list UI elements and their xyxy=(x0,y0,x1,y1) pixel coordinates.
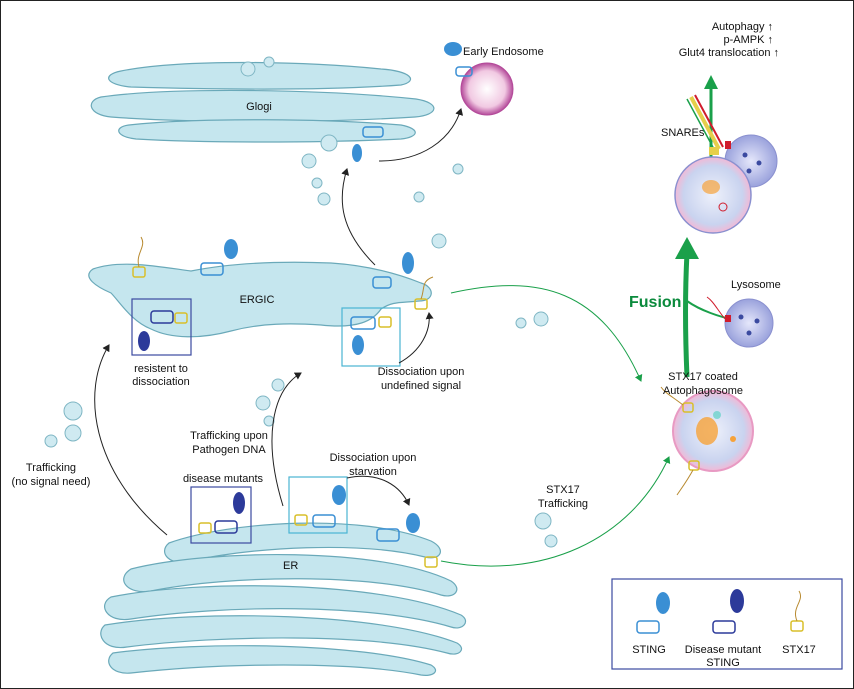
golgi-label: Glogi xyxy=(246,101,272,113)
early-endosome: Early Endosome xyxy=(444,42,544,116)
early-endosome-label: Early Endosome xyxy=(463,46,544,58)
vesicle xyxy=(413,191,425,203)
legend: STING Disease mutant STING STX17 xyxy=(611,578,843,670)
vesicle xyxy=(544,534,558,548)
fusion-label: Fusion xyxy=(629,294,681,311)
arrow-no-signal xyxy=(94,344,168,536)
starvation-complex xyxy=(294,485,346,528)
trafficking-no-signal-label-2: (no signal need) xyxy=(12,476,91,488)
vesicle xyxy=(263,56,275,68)
vesicle xyxy=(240,61,256,77)
er-label: ER xyxy=(283,560,298,572)
outcome-autophagy: Autophagy ↑ xyxy=(712,21,773,33)
vesicle xyxy=(301,153,317,169)
autolysosome xyxy=(674,94,778,234)
disease-mutants-label: disease mutants xyxy=(183,473,264,485)
autophagosome-label-1: STX17 coated xyxy=(668,371,738,383)
resistant-label-1: resistent to xyxy=(134,363,188,375)
sting-golgi xyxy=(352,126,384,162)
trafficking-pathogen-label-2: Pathogen DNA xyxy=(192,444,266,456)
legend-stx17-label: STX17 xyxy=(782,644,816,656)
vesicle xyxy=(44,434,58,448)
mutant-complex xyxy=(198,492,245,534)
vesicle xyxy=(311,177,323,189)
resistant-box xyxy=(131,298,192,356)
vesicle xyxy=(317,192,331,206)
resistant-label-2: dissociation xyxy=(132,376,189,388)
legend-mutant-label-1: Disease mutant xyxy=(685,644,761,656)
er-proteins xyxy=(376,513,438,568)
vesicle xyxy=(255,395,271,411)
stx17-trafficking-label-2: Trafficking xyxy=(538,498,588,510)
snares-label: SNAREs xyxy=(661,127,705,139)
autophagosome xyxy=(660,386,754,496)
vesicle xyxy=(534,512,552,530)
dissociation-undefined-label-1: Dissociation upon xyxy=(378,366,465,378)
arrow-pathogen xyxy=(271,372,302,507)
dissociation-undefined-label-2: undefined signal xyxy=(381,380,461,392)
dissociation-starvation-label-1: Dissociation upon xyxy=(330,452,417,464)
vesicle xyxy=(263,415,275,427)
ergic-proteins xyxy=(132,236,434,310)
arrow-undefined xyxy=(398,312,434,364)
vesicle xyxy=(533,311,549,327)
legend-mutant-label-2: STING xyxy=(706,657,740,669)
dissociation-starvation-label-2: starvation xyxy=(349,466,397,478)
vesicle xyxy=(452,163,464,175)
resistant-complex xyxy=(138,310,188,351)
er: ER xyxy=(100,522,466,676)
arrow-to-endosome xyxy=(378,108,464,162)
outcome-ampk: p-AMPK ↑ xyxy=(723,34,773,46)
starvation-box xyxy=(288,476,348,534)
autophagosome-label-2: Autophagosome xyxy=(663,385,743,397)
vesicle xyxy=(271,378,285,392)
disease-mutants-box xyxy=(190,486,252,544)
legend-stx17-symbol xyxy=(790,590,804,632)
lysosome xyxy=(706,296,774,348)
vesicle xyxy=(63,401,83,421)
trafficking-pathogen-label-1: Trafficking upon xyxy=(190,430,268,442)
dissociation-box xyxy=(341,307,401,367)
arrow-er-to-autophagosome xyxy=(440,456,671,567)
fusion-branch xyxy=(686,300,732,320)
vesicle xyxy=(320,134,338,152)
golgi: Glogi xyxy=(90,61,435,143)
vesicle xyxy=(515,317,527,329)
outcome-arrowhead xyxy=(704,75,718,89)
legend-mutant-symbol xyxy=(712,589,744,634)
fusion-arrowhead xyxy=(675,237,699,259)
ergic-label: ERGIC xyxy=(240,294,275,306)
vesicle xyxy=(431,233,447,249)
arrow-ergic-to-autophagosome xyxy=(450,285,643,382)
arrow-to-golgi xyxy=(341,168,376,266)
arrow-starvation xyxy=(346,475,411,506)
vesicle xyxy=(64,424,82,442)
dissociation-complex xyxy=(350,316,392,355)
stx17-trafficking-label-1: STX17 xyxy=(546,484,580,496)
legend-sting-symbol xyxy=(636,592,670,634)
trafficking-no-signal-label-1: Trafficking xyxy=(26,462,76,474)
lysosome-label: Lysosome xyxy=(731,279,781,291)
outcome-glut4: Glut4 translocation ↑ xyxy=(679,47,779,59)
fusion-arrow xyxy=(683,252,690,378)
legend-sting-label: STING xyxy=(632,644,666,656)
